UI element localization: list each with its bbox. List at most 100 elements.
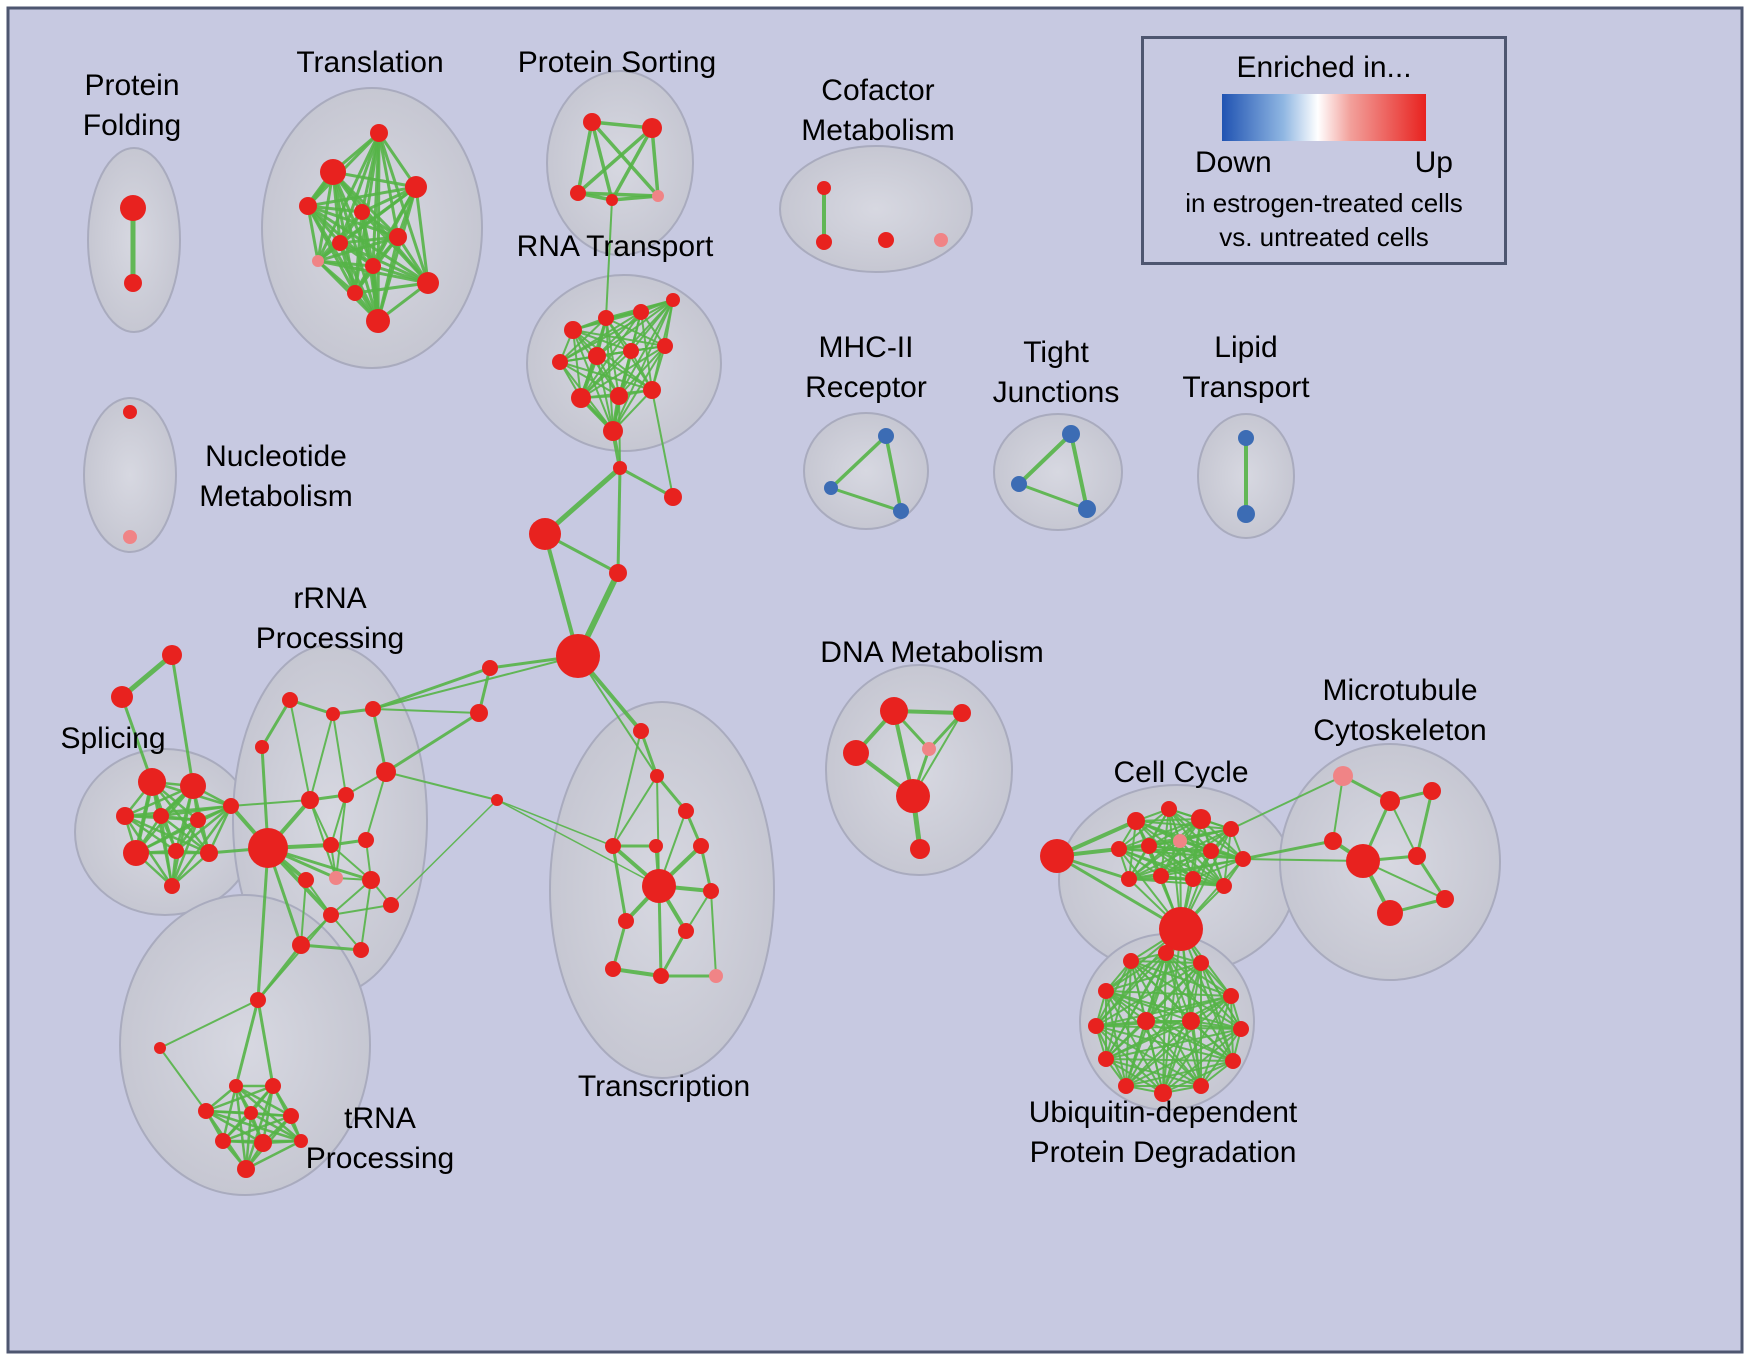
network-node	[1078, 500, 1096, 518]
network-node	[164, 878, 180, 894]
network-node	[1159, 907, 1203, 951]
legend-title: Enriched in...	[1236, 51, 1412, 84]
network-node	[1225, 1053, 1241, 1069]
network-edge	[611, 845, 628, 922]
network-node	[878, 232, 894, 248]
network-node	[154, 1042, 166, 1054]
network-node	[824, 481, 838, 495]
network-edge	[1242, 858, 1364, 862]
network-node	[1346, 844, 1380, 878]
cluster-label-rna-transport: RNA Transport	[517, 230, 714, 263]
network-edge	[205, 1109, 264, 1145]
network-nodes	[111, 113, 1454, 1178]
network-edge	[377, 132, 400, 238]
network-edge	[1242, 839, 1334, 861]
cluster-label-ubiquitin-degradation: Protein Degradation	[1030, 1136, 1297, 1169]
network-edge	[1105, 1058, 1164, 1094]
network-node	[1193, 955, 1209, 971]
network-node	[693, 838, 709, 854]
network-node	[922, 742, 936, 756]
network-edge	[222, 1114, 292, 1143]
network-node	[116, 807, 134, 825]
network-edge	[611, 194, 659, 202]
network-node	[1111, 841, 1127, 857]
network-edge	[235, 1084, 292, 1118]
network-node	[237, 1160, 255, 1178]
network-edge	[1105, 1058, 1234, 1062]
network-node	[1158, 945, 1174, 961]
network-edge	[640, 311, 653, 391]
network-edge	[1192, 858, 1244, 880]
cluster-label-lipid-transport: Lipid	[1214, 331, 1277, 364]
network-node	[298, 872, 314, 888]
network-node	[896, 779, 930, 813]
network-node	[953, 704, 971, 722]
network-edge	[1389, 800, 1418, 857]
network-node	[605, 838, 621, 854]
network-node	[366, 309, 390, 333]
network-edge	[612, 967, 662, 978]
network-edge	[1145, 952, 1167, 1022]
cluster-label-cell-cycle: Cell Cycle	[1113, 756, 1248, 789]
network-node	[709, 969, 723, 983]
cluster-ellipse-protein-sorting	[546, 70, 694, 256]
network-edge	[1160, 858, 1244, 877]
network-node	[1238, 430, 1254, 446]
network-edge	[1145, 962, 1202, 1022]
network-node	[347, 285, 363, 301]
network-node	[1324, 832, 1342, 850]
network-edge	[1128, 850, 1212, 880]
cluster-label-trna-processing: tRNA	[344, 1102, 416, 1135]
legend-up-label: Up	[1414, 146, 1453, 179]
network-node	[320, 159, 346, 185]
network-node	[878, 428, 894, 444]
cluster-label-tight-junctions: Junctions	[993, 376, 1120, 409]
network-node	[1040, 839, 1074, 873]
network-edge	[371, 708, 388, 773]
network-edge	[205, 1084, 274, 1113]
network-edge	[339, 241, 429, 285]
cluster-label-dna-metabolism: DNA Metabolism	[820, 636, 1043, 669]
network-edge	[1105, 1020, 1192, 1060]
network-node	[255, 740, 269, 754]
network-node	[168, 843, 184, 859]
network-edge	[829, 434, 888, 490]
network-node	[552, 354, 568, 370]
network-edge	[175, 805, 232, 852]
network-edge	[1118, 818, 1202, 850]
network-edge	[1105, 1028, 1242, 1060]
network-edge	[300, 879, 307, 946]
network-edge	[257, 914, 332, 1001]
network-node	[389, 228, 407, 246]
network-node	[1216, 878, 1232, 894]
network-node	[265, 1078, 281, 1094]
network-node	[124, 274, 142, 292]
network-edge	[830, 486, 902, 513]
cluster-label-ubiquitin-degradation: Ubiquitin-dependent	[1029, 1096, 1298, 1129]
network-edge	[307, 204, 363, 214]
network-edge	[335, 794, 347, 879]
network-edge	[339, 235, 399, 245]
network-edge	[612, 345, 666, 432]
network-edge	[596, 311, 642, 357]
network-edge	[1118, 808, 1170, 850]
network-edge	[559, 299, 674, 363]
network-node	[405, 176, 427, 198]
network-node	[1161, 801, 1177, 817]
network-node	[910, 839, 930, 859]
network-node	[571, 388, 591, 408]
network-edge	[250, 1111, 302, 1143]
network-node	[1141, 838, 1157, 854]
network-node	[365, 701, 381, 717]
network-node	[650, 769, 664, 783]
network-edge	[1128, 878, 1225, 887]
network-edge	[260, 699, 292, 748]
legend-caption-line2: vs. untreated cells	[1219, 222, 1429, 252]
network-node	[358, 832, 374, 848]
network-edge	[256, 999, 275, 1087]
network-node	[1408, 847, 1426, 865]
network-node	[383, 897, 399, 913]
network-edge	[1125, 995, 1232, 1087]
network-edge	[170, 654, 195, 787]
